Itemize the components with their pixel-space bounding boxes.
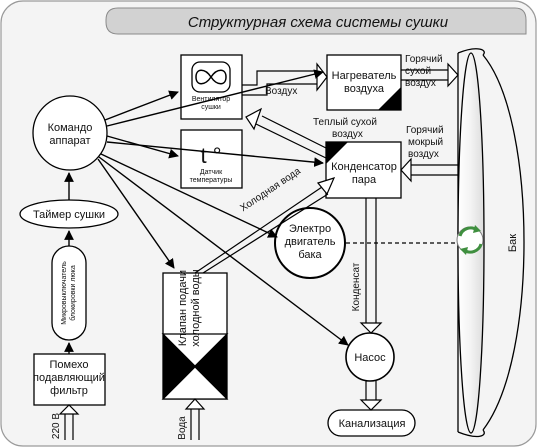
fan-label-line2: сушки	[201, 104, 221, 111]
microswitch-label-line1: Микровыключатель	[61, 261, 68, 325]
air-label: Воздух	[265, 86, 297, 97]
microswitch-label-line2: блокировки люка	[69, 265, 77, 321]
fan-icon	[195, 69, 227, 85]
controller-block: Командо аппарат	[32, 95, 108, 171]
control-arrows	[64, 69, 349, 354]
motor-label-line3: бака	[298, 249, 322, 261]
drum: Бак	[456, 48, 525, 438]
air-flows	[58, 62, 459, 440]
hot-dry-air-line2: сухой	[405, 66, 431, 77]
condenser-label-line2: пара	[352, 174, 377, 186]
hot-dry-air-line3: воздух	[405, 78, 436, 89]
heater-label-line2: воздуха	[344, 83, 385, 95]
water-label: Вода	[177, 416, 188, 440]
filter-label-line3: фильтр	[50, 385, 88, 397]
power-label: 220 В	[51, 413, 62, 439]
drum-label: Бак	[507, 234, 519, 252]
valve-label-line2: холодной воды	[190, 269, 202, 346]
hot-wet-air-line2: мокрый	[408, 137, 443, 148]
sewer-label: Канализация	[339, 418, 406, 430]
condenser-block: Конденсатор пара	[325, 141, 402, 199]
filter-block: Помехо подавляющий фильтр	[33, 353, 106, 406]
warm-dry-air-line2: воздух	[332, 129, 363, 140]
flow-labels: Воздух Горячий сухой воздух Теплый сухой…	[51, 54, 444, 440]
hot-wet-air-line1: Горячий	[406, 125, 444, 136]
valve-label-line1: Клапан подачи	[177, 270, 189, 346]
motor-label-line2: двигатель	[285, 236, 336, 248]
controller-label-line1: Командо	[48, 122, 93, 134]
temp-label-line1: Датчик	[200, 169, 223, 176]
timer-block: Таймер сушки	[19, 199, 119, 229]
motor-block: Электро двигатель бака	[274, 207, 346, 279]
pump-label: Насос	[354, 352, 386, 364]
condensate-label: Конденсат	[351, 262, 362, 311]
timer-label: Таймер сушки	[33, 209, 105, 221]
temp-sensor-block: t ° Датчик температуры	[180, 129, 243, 189]
microswitch-block: Микровыключатель блокировки люка	[51, 245, 87, 341]
hot-dry-air-line1: Горячий	[405, 54, 443, 65]
filter-label-line1: Помехо	[50, 359, 89, 371]
heater-label-line1: Нагреватель	[332, 70, 397, 82]
hot-wet-air-line3: воздух	[408, 149, 439, 160]
thermometer-icon: t °	[200, 143, 221, 168]
sewer-block: Канализация	[327, 409, 416, 437]
valve-block: Клапан подачи холодной воды	[161, 269, 229, 400]
condenser-label-line1: Конденсатор	[331, 161, 397, 173]
filter-label-line2: подавляющий	[33, 372, 105, 384]
motor-label-line1: Электро	[289, 223, 331, 235]
heater-block: Нагреватель воздуха	[326, 54, 402, 111]
diagram-title: Структурная схема системы сушки	[188, 14, 449, 31]
warm-dry-air-line1: Теплый сухой	[313, 117, 377, 128]
fan-block: Вентилятор сушки	[180, 54, 243, 120]
controller-label-line2: аппарат	[49, 135, 90, 147]
pump-block: Насос	[345, 332, 395, 382]
temp-label-line2: температуры	[190, 177, 233, 184]
title-banner: Структурная схема системы сушки	[105, 7, 527, 35]
rotation-icon	[456, 225, 484, 255]
